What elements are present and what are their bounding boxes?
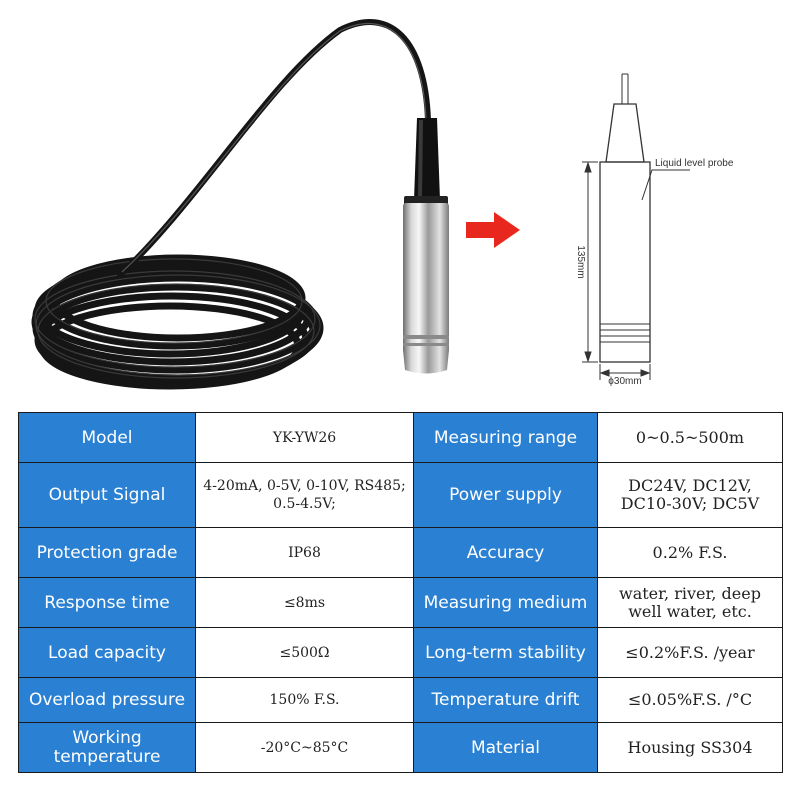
table-row: Response time ≤8ms Measuring medium wate… [18,577,783,628]
spec-label: Measuring medium [413,577,598,628]
spec-label: Accuracy [413,527,598,578]
spec-value: DC24V, DC12V, DC10-30V; DC5V [597,462,783,528]
spec-value: ≤0.05%F.S. /°C [597,677,783,723]
spec-label: Model [18,412,196,463]
spec-label: Protection grade [18,527,196,578]
spec-value: 4-20mA, 0-5V, 0-10V, RS485; 0.5-4.5V; [195,462,414,528]
table-row: Output Signal 4-20mA, 0-5V, 0-10V, RS485… [18,462,783,528]
table-row: Protection grade IP68 Accuracy 0.2% F.S. [18,527,783,578]
spec-label-line: temperature [53,746,161,767]
spec-label: Power supply [413,462,598,528]
cable-icon [117,19,431,278]
spec-value: YK-YW26 [195,412,414,463]
spec-label: Load capacity [18,627,196,678]
spec-label: Measuring range [413,412,598,463]
spec-value: 0~0.5~500m [597,412,783,463]
length-label: 135mm [575,245,586,278]
spec-label: Temperature drift [413,677,598,723]
spec-label: Working temperature [18,722,196,773]
spec-value: water, river, deep well water, etc. [597,577,783,628]
spec-table: Model YK-YW26 Measuring range 0~0.5~500m… [18,412,783,773]
probe-drawing [582,73,690,380]
spec-label: Output Signal [18,462,196,528]
spec-value: Housing SS304 [597,722,783,773]
spec-label-line: Working [72,727,142,748]
spec-label: Response time [18,577,196,628]
spec-label: Overload pressure [18,677,196,723]
table-row: Overload pressure 150% F.S. Temperature … [18,677,783,723]
table-row: Load capacity ≤500Ω Long-term stability … [18,627,783,678]
arrow-right-icon [466,212,520,248]
spec-value: ≤8ms [195,577,414,628]
probe-icon [403,118,449,374]
probe-label: Liquid level probe [655,158,734,169]
spec-label: Material [413,722,598,773]
spec-value: -20°C~85°C [195,722,414,773]
table-row: Working temperature -20°C~85°C Material … [18,722,783,773]
spec-label: Long-term stability [413,627,598,678]
diameter-label: ϕ30mm [608,376,641,387]
spec-value: 150% F.S. [195,677,414,723]
spec-value: ≤500Ω [195,627,414,678]
spec-value: 0.2% F.S. [597,527,783,578]
spec-value: IP68 [195,527,414,578]
table-row: Model YK-YW26 Measuring range 0~0.5~500m [18,412,783,463]
spec-value: ≤0.2%F.S. /year [597,627,783,678]
product-illustration: Liquid level probe 135mm ϕ30mm [31,19,734,390]
